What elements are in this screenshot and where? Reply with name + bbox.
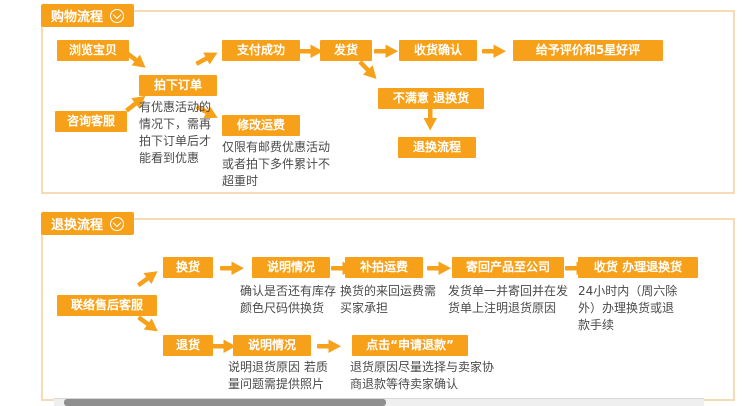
note-send-back: 发货单一并寄回并在发货单上注明退货原因 [448, 284, 569, 315]
node-extra-shipping: 补拍运费 [345, 257, 423, 278]
node-pay: 支付成功 [222, 40, 300, 61]
node-confirm-receipt: 收货确认 [399, 40, 477, 61]
node-explain-return: 说明情况 [233, 335, 311, 356]
flow-arrow [427, 261, 451, 275]
chevron-down-icon [112, 218, 122, 227]
node-send-back: 寄回产品至公司 [452, 257, 564, 278]
chevron-down-circle-icon [110, 216, 125, 231]
return-flow-title: 退换流程 [51, 218, 104, 233]
note-extra-shipping: 换货的来回运费需 买家承担 [340, 284, 437, 315]
note-modify-shipping: 仅限有邮费优惠活动或者拍下多件累计不超重时 [222, 140, 331, 188]
flow-arrow [423, 106, 437, 131]
node-exchange: 换货 [163, 257, 213, 278]
node-return: 退货 [163, 335, 213, 356]
node-review: 给予评价和5星好评 [513, 40, 663, 61]
node-return-flow: 退换流程 [398, 137, 476, 158]
note-explain-exchange: 确认是否还有库存 颜色尺码供换货 [240, 284, 337, 315]
return-flow-header: 退换流程 [41, 212, 135, 235]
chevron-down-icon [112, 10, 122, 19]
node-consult: 咨询客服 [55, 111, 127, 132]
node-contact: 联络售后客服 [57, 295, 157, 316]
node-ship: 发货 [320, 40, 372, 61]
note-order: 有优惠活动的情况下，需再拍下订单后才能看到优惠 [139, 100, 212, 165]
node-apply-refund: 点击“申请退款” [352, 335, 468, 356]
flow-arrow [220, 261, 244, 275]
horizontal-scrollbar[interactable] [54, 398, 704, 406]
node-receive-process: 收货 办理退换货 [578, 257, 698, 278]
flow-arrow [482, 44, 506, 58]
node-browse: 浏览宝贝 [57, 40, 129, 61]
note-receive-process: 24小时内（周六除外）办理换货或退款手续 [578, 284, 678, 332]
chevron-down-circle-icon [110, 8, 125, 23]
flow-arrow [317, 339, 341, 353]
node-order: 拍下订单 [139, 75, 217, 96]
node-explain-exchange: 说明情况 [252, 257, 330, 278]
node-modify-shipping: 修改运费 [222, 115, 300, 136]
scrollbar-thumb[interactable] [64, 399, 386, 406]
note-explain-return: 说明退货原因 若质量问题需提供照片 [228, 360, 328, 391]
shopping-flow-title: 购物流程 [51, 10, 104, 25]
node-unsatisfied: 不满意 退换货 [378, 88, 484, 109]
shopping-flow-header: 购物流程 [41, 4, 135, 27]
note-apply-refund: 退货原因尽量选择与卖家协商退款等待卖家确认 [350, 360, 495, 391]
flow-arrow [374, 44, 398, 58]
